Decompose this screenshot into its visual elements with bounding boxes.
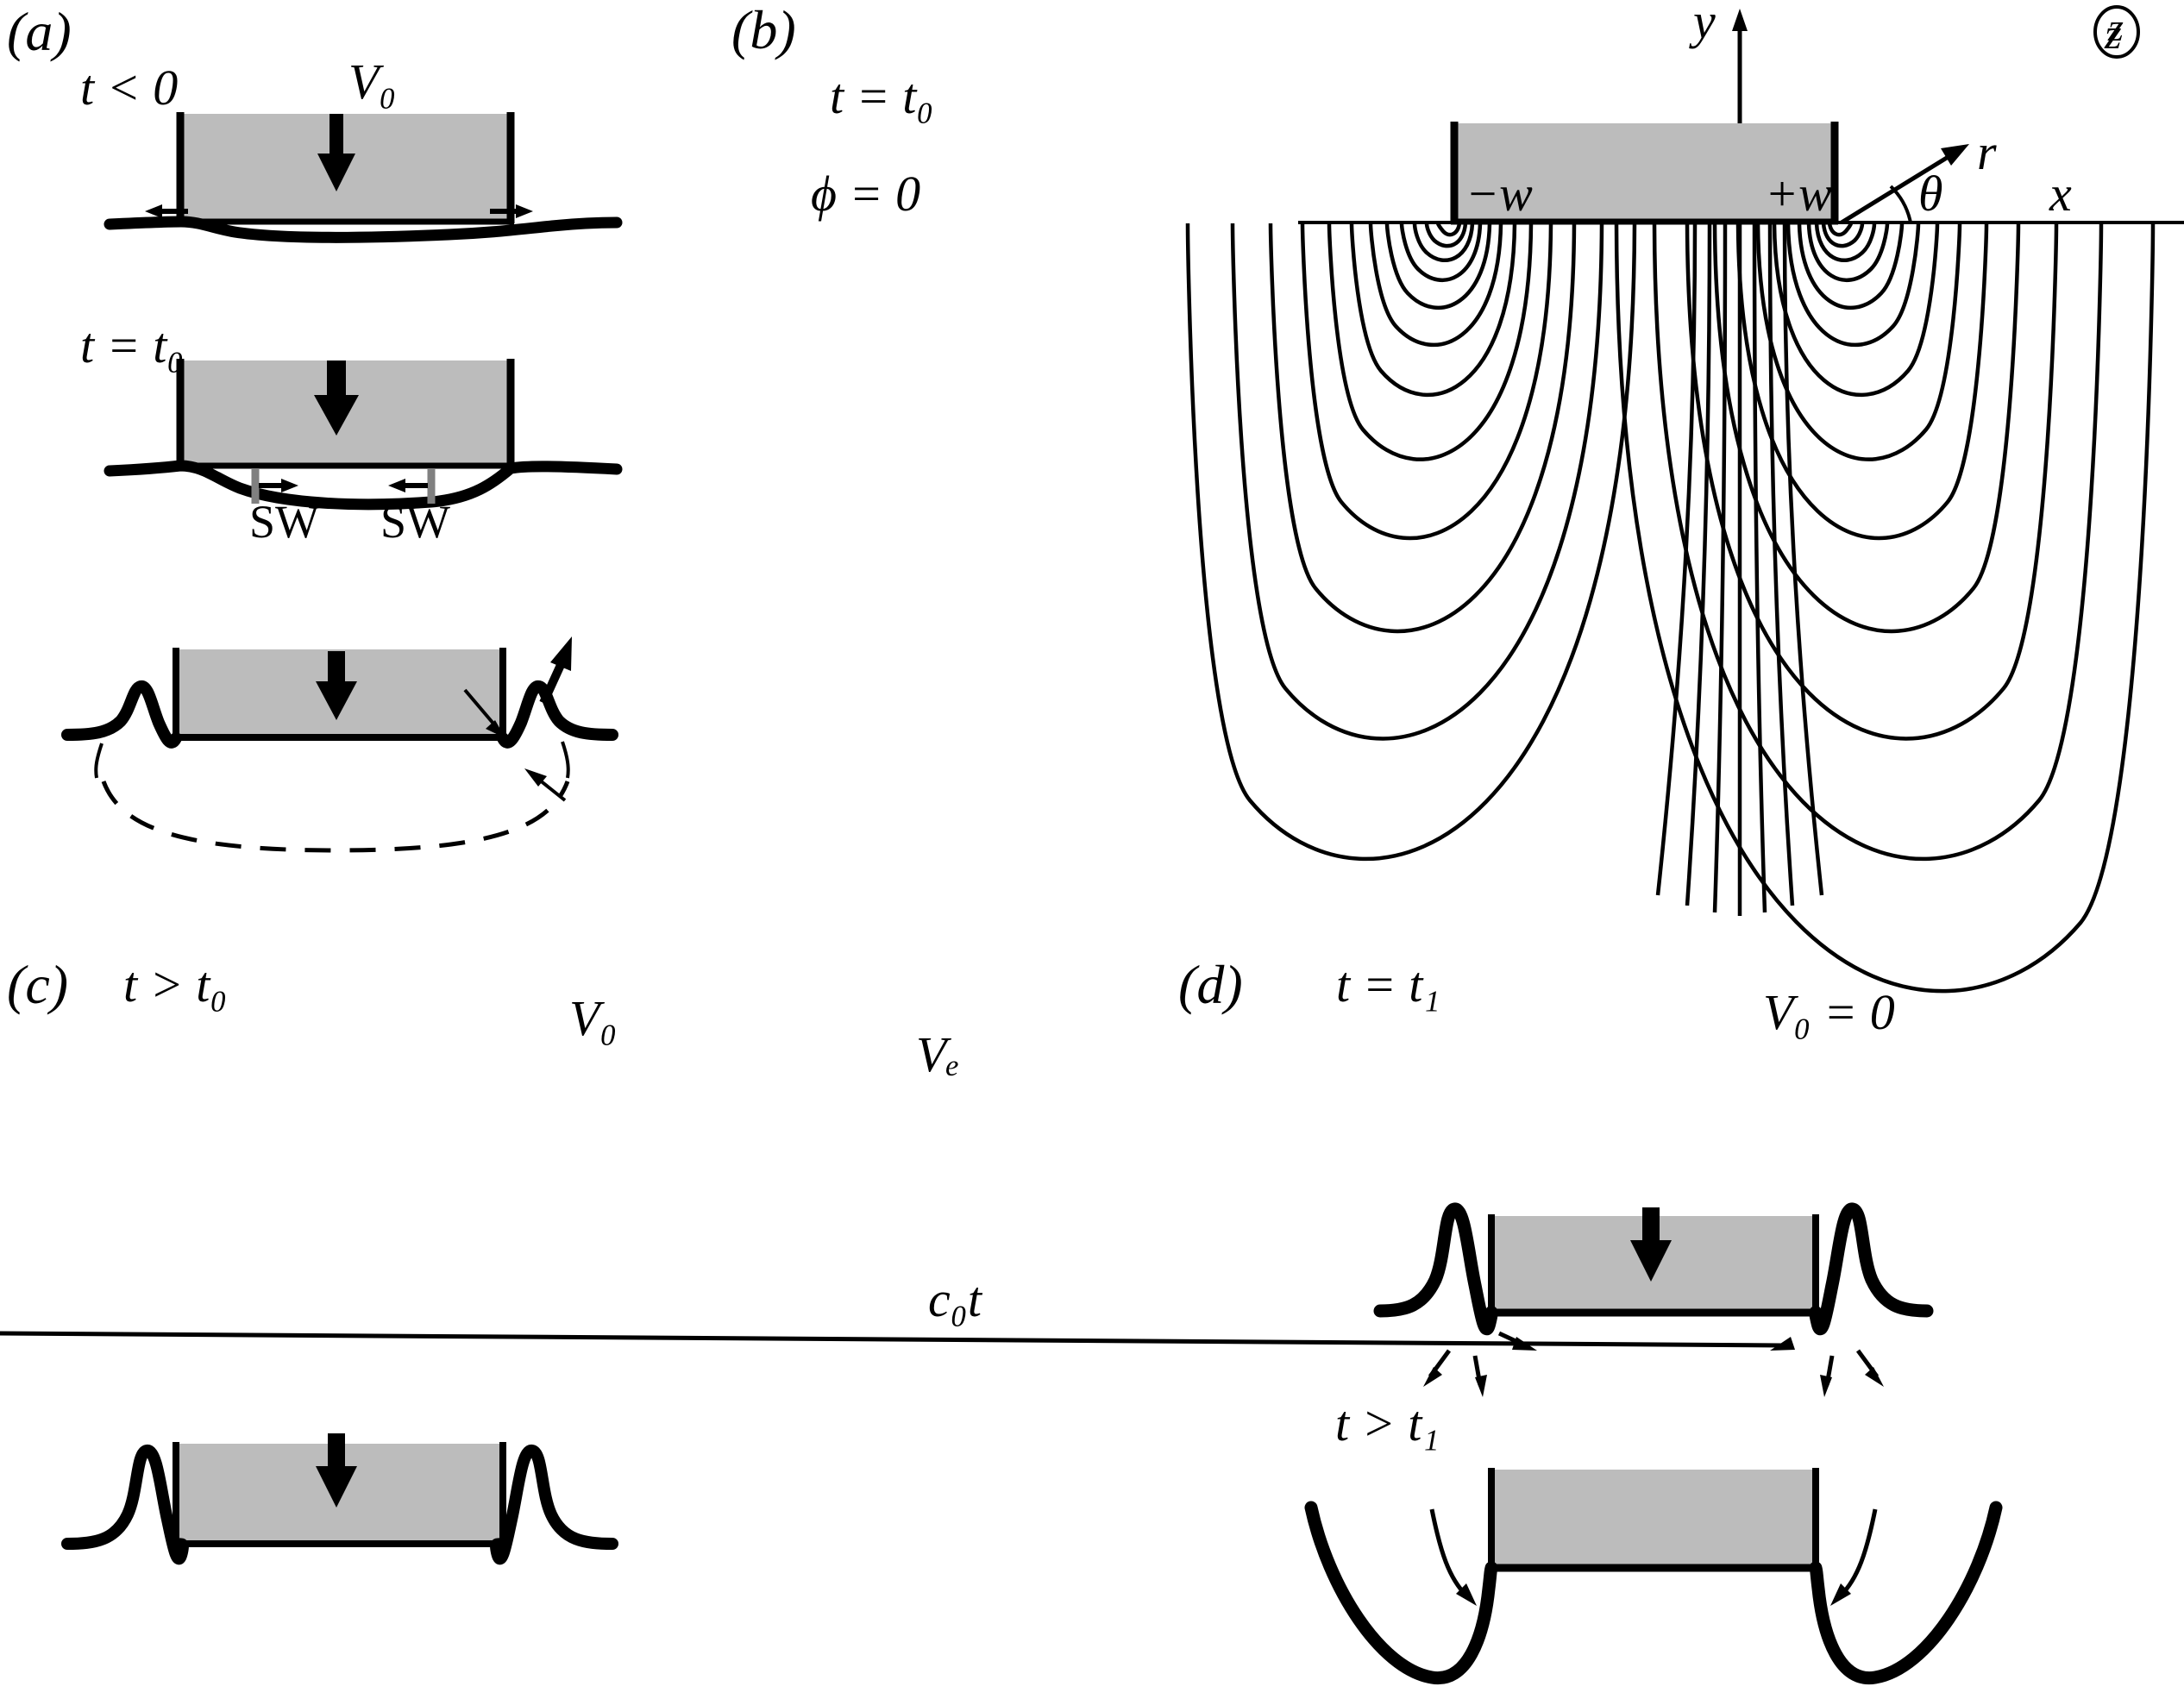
inflow-arrow-left: [1429, 1508, 1477, 1606]
ejecta-velocity-label: Vₑ: [916, 1026, 960, 1082]
ejecta-arrow-left-outer: [1423, 1349, 1452, 1387]
axis-z-label: z: [2105, 9, 2122, 58]
panel-d-stage-1: [0, 1202, 1934, 1397]
left-jet-surface: [61, 1445, 189, 1565]
leader-tick-left: [94, 743, 104, 779]
left-jet-surface: [61, 680, 182, 749]
panel-d-velocity-label: V₀ = 0: [1763, 984, 1895, 1040]
panel-a-stage1-time-label: t < 0: [80, 60, 179, 116]
panel-c-stage-2: [61, 1433, 618, 1565]
left-cavity-curve: [1304, 1501, 1498, 1685]
velocity-arrow-down: [314, 360, 359, 436]
panel-a-stage-1: [104, 112, 623, 243]
panel-d-stage1-time-label: t = t₁: [1336, 956, 1440, 1013]
velocity-arrow-down: [1630, 1207, 1672, 1282]
panel-a: [104, 112, 623, 511]
ejecta-arrow-left-down: [1472, 1355, 1487, 1397]
plate-body: [1453, 123, 1836, 223]
panel-d-stage-2: [1304, 1468, 2003, 1685]
leader-tick-right: [561, 741, 570, 779]
potential-boundary-label: ϕ = 0: [811, 166, 921, 222]
sw-label-right: SW: [380, 496, 450, 548]
spread-arrow-right: [490, 204, 533, 218]
wavefront-label-arrow: [524, 768, 567, 802]
panel-c-stage-1: [61, 636, 618, 853]
panel-a-stage2-time-label: t = t₀: [80, 317, 185, 373]
plate-left-coordinate-label: −w: [1465, 166, 1533, 222]
panel-a-stage1-velocity-label: V₀: [348, 53, 397, 110]
potential-field-lines: [1185, 223, 2156, 994]
radial-axis-arrow: [1840, 144, 1969, 225]
sw-label-left: SW: [249, 496, 319, 548]
shock-wave-arrow-left: [259, 479, 298, 492]
shock-wave-arrow-right: [388, 479, 428, 492]
inflow-arrow-right: [1830, 1508, 1878, 1606]
free-surface-curve: [104, 216, 623, 243]
ejecta-velocity-arrow: [539, 636, 572, 705]
panel-c-velocity-label: V₀: [569, 990, 618, 1046]
free-surface-curve: [104, 460, 623, 511]
panel-d-stage2-time-label: t > t₁: [1335, 1395, 1440, 1451]
axis-z-circled: [2093, 5, 2140, 59]
panel-b-tag: (b): [731, 0, 796, 60]
angle-label: θ: [1918, 166, 1943, 222]
ejecta-arrow-right-outer: [1855, 1349, 1884, 1387]
axis-y-label: y: [1693, 0, 1716, 49]
velocity-arrow-down: [316, 1433, 357, 1508]
panel-d-tag: (d): [1178, 954, 1243, 1015]
right-jet-surface: [490, 1445, 618, 1565]
corner-pointer-arrow: [463, 688, 505, 738]
axis-x-label: x: [2049, 166, 2072, 222]
panel-a-tag: (a): [7, 1, 72, 62]
panel-b: [1185, 5, 2184, 994]
impacting-body-block: [1491, 1470, 1817, 1569]
velocity-arrow-down: [317, 114, 355, 191]
ejecta-arrow-right-down: [1820, 1355, 1835, 1397]
axis-z-glyph: z: [2108, 5, 2124, 49]
ejecta-arrow-right-inner: [0, 1331, 1795, 1351]
panel-d: [0, 1202, 2003, 1685]
panel-c-tag: (c): [7, 954, 69, 1015]
right-jet-surface: [497, 680, 618, 749]
velocity-arrow-down: [316, 651, 357, 720]
panel-c: [61, 636, 618, 1565]
panel-a-stage-2: [104, 359, 623, 511]
spread-arrow-left: [145, 204, 188, 218]
panel-c-stage1-time-label: t > t₀: [123, 956, 228, 1013]
plate-right-coordinate-label: +w: [1765, 166, 1832, 222]
radial-axis-label: r: [1977, 124, 1997, 180]
right-jet-surface: [1809, 1202, 1934, 1336]
angle-arc: [1889, 185, 1912, 223]
right-cavity-curve: [1809, 1501, 2003, 1685]
acoustic-wavefront-dashed: [101, 781, 570, 853]
panel-b-time-label: t = t₀: [830, 68, 934, 124]
spacer2: [1491, 1650, 1817, 1651]
left-jet-surface: [1373, 1202, 1498, 1336]
wavefront-distance-label: c₀t: [928, 1271, 982, 1327]
